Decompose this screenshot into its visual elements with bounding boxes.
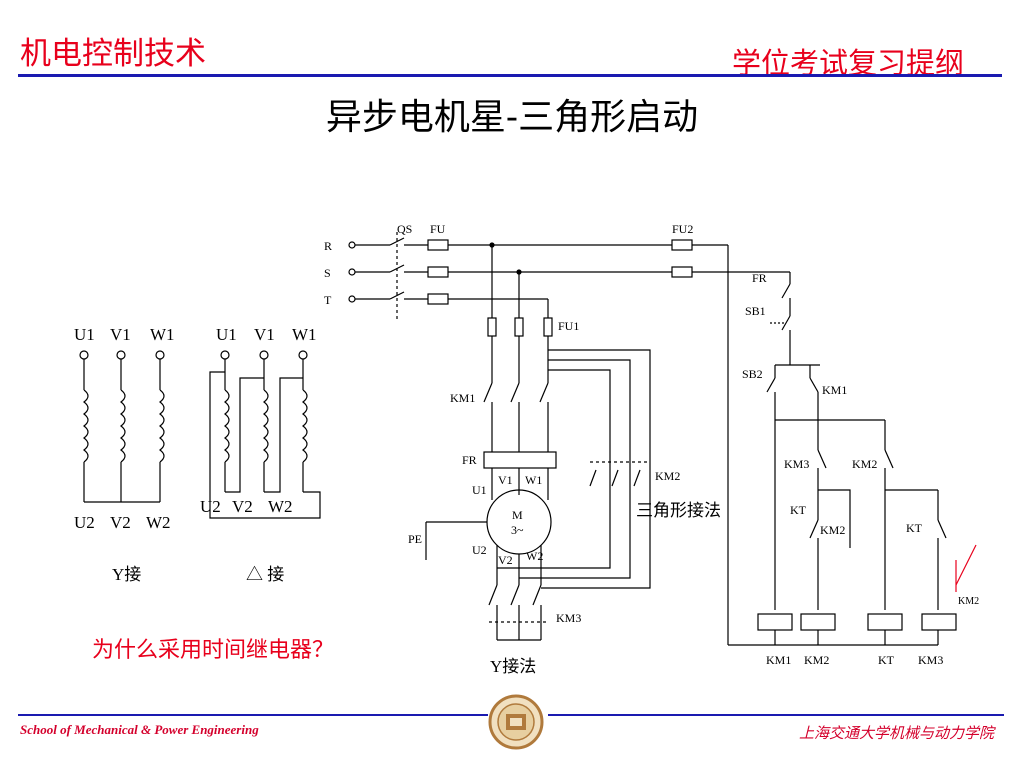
phase-t-label: T — [324, 293, 332, 307]
star-v1-label: V1 — [110, 325, 131, 344]
delta-w2-label: W2 — [268, 497, 293, 516]
course-title: 机电控制技术 — [20, 36, 206, 72]
delta-w1-label: W1 — [292, 325, 317, 344]
phase-s-label: S — [324, 266, 331, 280]
w2-label: W2 — [526, 549, 543, 563]
km3-aux-label: KM3 — [784, 457, 809, 471]
pe-label: PE — [408, 532, 422, 546]
qs-label: QS — [397, 222, 412, 236]
delta-caption: △ 接 — [246, 565, 284, 584]
footer-divider-left — [18, 714, 488, 716]
km1-main-label: KM1 — [450, 391, 475, 405]
coil-km2-label: KM2 — [804, 653, 829, 667]
km2-interlock-label: KM2 — [820, 523, 845, 537]
delta-wiring-label: 三角形接法 — [636, 501, 721, 520]
delta-v1-label: V1 — [254, 325, 275, 344]
km2-red-label: KM2 — [958, 596, 979, 607]
w1-label: W1 — [525, 473, 542, 487]
star-winding-diagram — [79, 350, 165, 503]
fu2-label: FU2 — [672, 222, 693, 236]
coil-km1-label: KM1 — [766, 653, 791, 667]
u2-label: U2 — [472, 543, 487, 557]
u1-label: U1 — [472, 483, 487, 497]
kt-aux-label: KT — [906, 521, 923, 535]
delta-winding-diagram — [209, 350, 321, 519]
star-w2-label: W2 — [146, 513, 171, 532]
star-caption: Y接 — [112, 565, 141, 584]
fu-label: FU — [430, 222, 446, 236]
coil-km3-label: KM3 — [918, 653, 943, 667]
delta-u2-label: U2 — [200, 497, 221, 516]
km3-main-label: KM3 — [556, 611, 581, 625]
power-lines — [348, 232, 790, 645]
star-w1-label: W1 — [150, 325, 175, 344]
y-wiring-label: Y接法 — [490, 657, 536, 676]
footer-divider-right — [548, 714, 1004, 716]
star-u1-label: U1 — [74, 325, 95, 344]
control-circuit — [728, 272, 977, 646]
sb1-label: SB1 — [745, 304, 766, 318]
star-v2-label: V2 — [110, 513, 131, 532]
header-divider — [18, 74, 1002, 77]
km1-aux-label: KM1 — [822, 383, 847, 397]
footer-school-name: School of Mechanical & Power Engineering — [20, 722, 259, 737]
university-logo-icon — [488, 694, 544, 750]
delta-v2-label: V2 — [232, 497, 253, 516]
kt-contact-label: KT — [790, 503, 807, 517]
motor-label: M — [512, 508, 523, 522]
delta-u1-label: U1 — [216, 325, 237, 344]
star-u2-label: U2 — [74, 513, 95, 532]
sb2-label: SB2 — [742, 367, 763, 381]
km2-aux-label: KM2 — [852, 457, 877, 471]
phase-r-label: R — [324, 239, 332, 253]
km2-main-label: KM2 — [655, 469, 680, 483]
question-text: 为什么采用时间继电器？ — [92, 638, 335, 663]
footer-university-name: 上海交通大学机械与动力学院 — [798, 724, 994, 742]
v2-label: V2 — [498, 553, 513, 567]
fr-main-label: FR — [462, 453, 477, 467]
page-title: 异步电机星-三角形启动 — [325, 97, 699, 138]
fr-control-label: FR — [752, 271, 767, 285]
coil-kt-label: KT — [878, 653, 895, 667]
fu1-label: FU1 — [558, 319, 579, 333]
motor-sub-label: 3~ — [511, 523, 524, 537]
v1-label: V1 — [498, 473, 513, 487]
